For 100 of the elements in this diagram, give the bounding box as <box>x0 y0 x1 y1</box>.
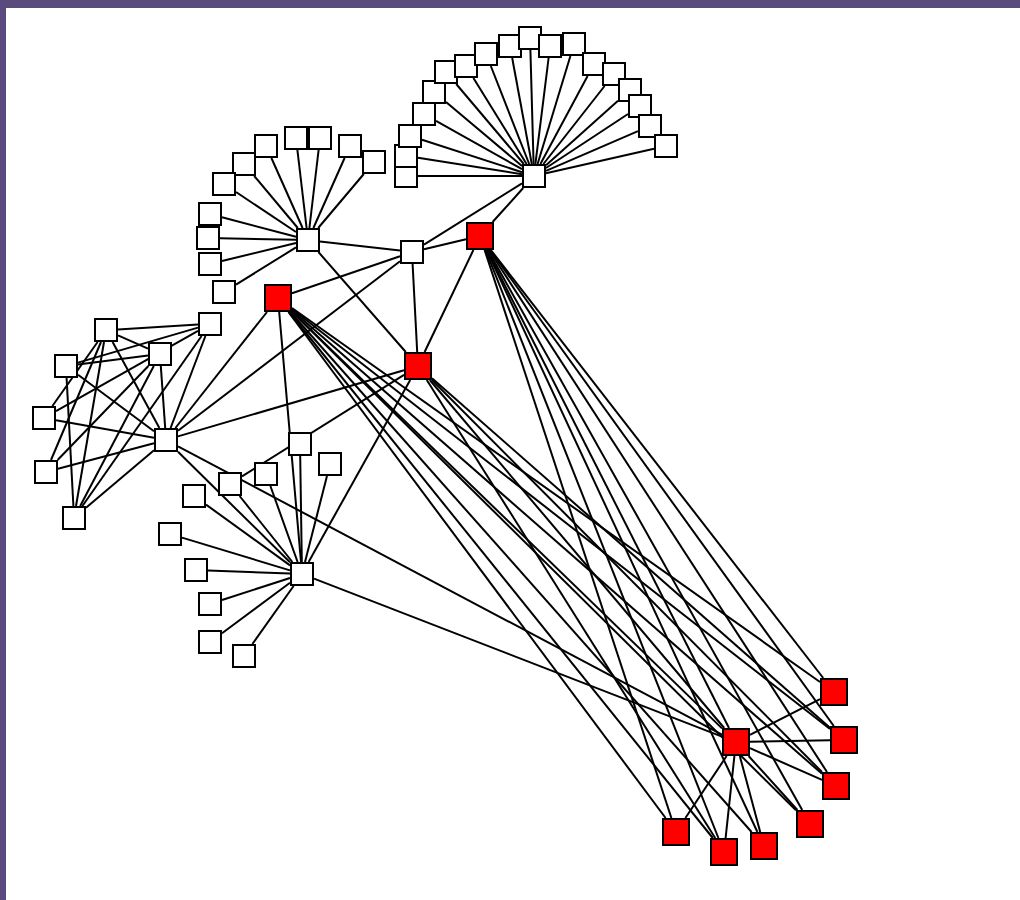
connector-line <box>313 577 723 738</box>
network-node <box>158 522 182 546</box>
network-node <box>254 462 278 486</box>
connector-line <box>291 255 401 295</box>
network-node <box>184 558 208 582</box>
connector-line <box>55 329 199 413</box>
highlighted-node <box>750 832 778 860</box>
network-node <box>218 472 242 496</box>
network-node <box>296 228 320 252</box>
connector-line <box>181 536 291 572</box>
network-node <box>198 252 222 276</box>
connector-line <box>251 585 295 645</box>
connector-line <box>738 755 762 833</box>
connector-line <box>312 157 346 229</box>
connector-line <box>545 99 619 167</box>
network-node <box>34 460 58 484</box>
connector-line <box>421 138 523 174</box>
highlighted-node <box>830 726 858 754</box>
connector-line <box>55 419 155 439</box>
connector-line <box>205 503 291 567</box>
network-node <box>182 484 206 508</box>
connector-line <box>511 57 533 165</box>
network-node <box>254 134 278 158</box>
network-node <box>198 630 222 654</box>
network-node <box>212 280 236 304</box>
connector-line <box>111 341 161 429</box>
connector-line <box>57 442 155 470</box>
connector-line <box>445 101 523 167</box>
connector-line <box>174 311 268 429</box>
connector-line <box>207 569 291 575</box>
connector-line <box>545 147 655 175</box>
network-node <box>422 80 446 104</box>
connector-line <box>77 354 149 366</box>
connector-line <box>75 341 105 507</box>
connector-line <box>411 263 419 353</box>
connector-line <box>177 369 405 438</box>
highlighted-node <box>796 810 824 838</box>
connector-line <box>219 237 297 241</box>
connector-line <box>534 57 550 165</box>
network-node <box>412 102 436 126</box>
connector-line <box>159 365 167 429</box>
network-node <box>288 432 312 456</box>
connector-line <box>536 55 572 165</box>
connector-line <box>221 581 291 635</box>
connector-line <box>238 495 294 563</box>
connector-line <box>483 249 673 819</box>
network-node <box>212 172 236 196</box>
connector-line <box>51 341 99 407</box>
network-node <box>94 318 118 342</box>
connector-line <box>539 75 589 165</box>
connector-line <box>253 175 299 229</box>
connector-line <box>317 173 365 229</box>
network-node <box>522 164 546 188</box>
network-node <box>628 94 652 118</box>
network-node <box>232 152 256 176</box>
connector-line <box>85 449 155 509</box>
network-node <box>198 312 222 336</box>
connector-line <box>472 77 528 165</box>
connector-line <box>81 335 203 507</box>
highlighted-node <box>722 728 750 756</box>
connector-line <box>307 379 412 563</box>
connector-line <box>749 698 821 736</box>
network-node <box>290 562 314 586</box>
network-node <box>148 342 172 366</box>
highlighted-node <box>710 838 738 866</box>
connector-line <box>77 326 199 364</box>
connector-line <box>235 191 297 233</box>
network-node <box>198 202 222 226</box>
highlighted-node <box>820 678 848 706</box>
connector-line <box>425 379 717 839</box>
connector-line <box>79 365 155 507</box>
connector-line <box>235 246 297 286</box>
connector-line <box>491 187 525 223</box>
connector-line <box>117 323 199 331</box>
network-node <box>638 114 662 138</box>
connector-line <box>749 747 823 781</box>
network-node <box>198 592 222 616</box>
connector-line <box>485 249 759 833</box>
network-node <box>362 150 386 174</box>
connector-line <box>56 365 150 461</box>
connector-line <box>308 149 320 229</box>
network-node <box>284 126 308 150</box>
connector-line <box>221 577 291 601</box>
network-node <box>562 32 586 56</box>
network-node <box>582 52 606 76</box>
highlighted-node <box>404 352 432 380</box>
connector-line <box>545 113 629 169</box>
connector-line <box>423 238 467 251</box>
network-node <box>154 428 178 452</box>
connector-line <box>296 149 308 229</box>
connector-line <box>177 445 723 736</box>
network-node <box>398 124 422 148</box>
connector-line <box>177 260 401 432</box>
network-node <box>338 134 362 158</box>
connector-line <box>489 65 531 165</box>
connector-line <box>304 475 328 563</box>
highlighted-node <box>822 772 850 800</box>
connector-line <box>747 755 799 811</box>
network-node <box>54 354 78 378</box>
connector-line <box>50 341 102 461</box>
